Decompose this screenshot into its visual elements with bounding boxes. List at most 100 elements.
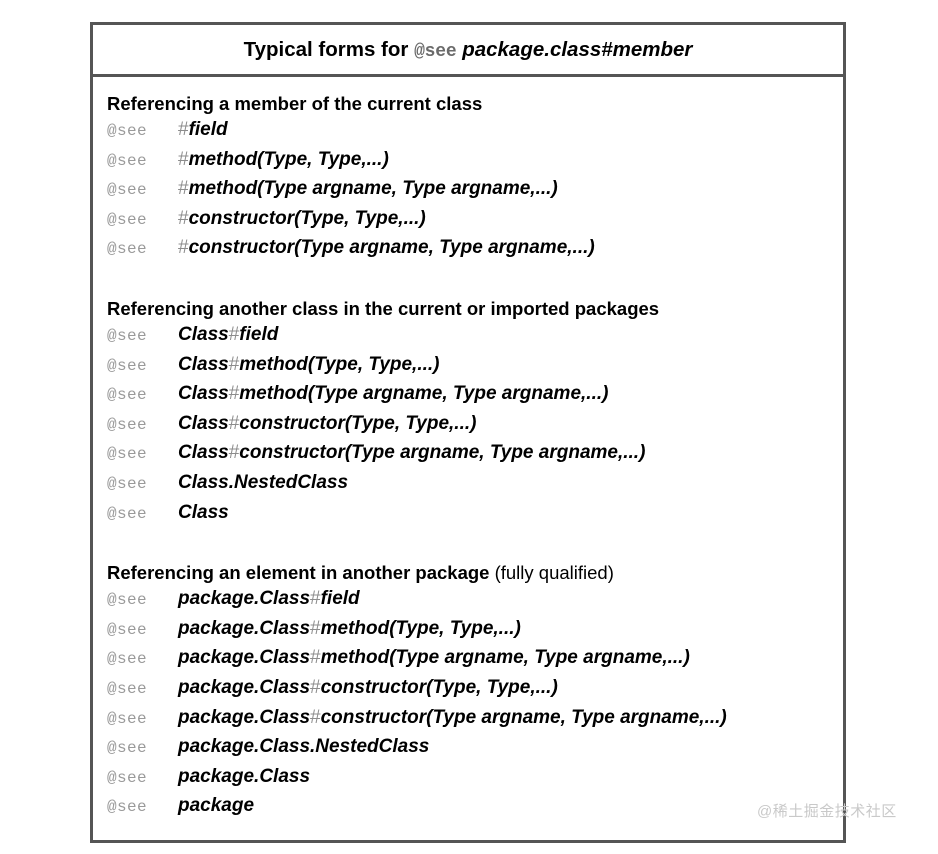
see-reference-member: constructor(Type, Type,...) xyxy=(320,676,558,698)
see-tag: @see xyxy=(107,709,148,728)
see-reference-member: constructor(Type argname, Type argname,.… xyxy=(239,442,646,464)
see-reference-member: field xyxy=(188,119,228,140)
see-reference-qualifier: package.Class xyxy=(178,588,311,610)
see-tag: @see xyxy=(107,122,148,140)
see-tag: @see xyxy=(107,504,148,523)
see-reference: package.Class#field xyxy=(178,588,360,610)
see-line: @see Class xyxy=(107,502,843,532)
see-reference-qualifier: package.Class xyxy=(178,676,311,698)
hash-separator: # xyxy=(228,412,240,434)
see-reference-qualifier: Class xyxy=(178,442,229,464)
see-tag: @see xyxy=(107,240,148,259)
see-reference-qualifier: Class xyxy=(178,412,229,434)
hash-separator: # xyxy=(310,617,321,639)
see-line: @see package.Class#constructor(Type argna… xyxy=(107,707,843,737)
see-reference-qualifier: Class xyxy=(178,383,229,405)
see-tag: @see xyxy=(107,445,148,464)
see-reference-member: method(Type, Type,...) xyxy=(320,617,521,639)
see-tag: @see xyxy=(107,356,148,375)
card-title-target: package.class#member xyxy=(462,37,693,61)
section-heading-text: Referencing another class in the current… xyxy=(107,297,660,319)
see-tag: @see xyxy=(107,798,148,817)
see-reference-qualifier: package.Class xyxy=(178,617,311,639)
see-line: @see#method(Type, Type,...) xyxy=(107,149,843,179)
hash-separator: # xyxy=(178,119,189,140)
see-reference-qualifier: Class.NestedClass xyxy=(178,471,349,493)
see-reference-member: method(Type argname, Type argname,...) xyxy=(188,178,558,200)
see-reference-qualifier: Class xyxy=(178,353,229,375)
see-line: @see #constructor(Type, Type,...) xyxy=(107,208,843,238)
see-tag: @see xyxy=(107,679,148,698)
see-line: @see package.Class#constructor(Type, Type… xyxy=(107,677,843,707)
see-reference: package.Class.NestedClass xyxy=(178,736,429,758)
hash-separator: # xyxy=(178,237,189,259)
section: Referencing a member of the current clas… xyxy=(107,91,843,267)
see-tag: @see xyxy=(107,739,148,758)
section: Referencing an element in another packag… xyxy=(107,560,843,825)
hash-separator: # xyxy=(178,178,189,200)
section-heading: Referencing a member of the current clas… xyxy=(107,91,843,117)
see-reference: Class#constructor(Type argname, Type arg… xyxy=(178,442,645,464)
see-line: @see Class#method(Type argname, Type argn… xyxy=(107,383,843,413)
see-tag: @see xyxy=(107,620,148,639)
hash-separator: # xyxy=(310,706,321,728)
hash-separator: # xyxy=(310,647,321,669)
card-title-prefix: Typical forms for xyxy=(243,37,415,61)
section-heading-note: (fully qualified) xyxy=(489,562,614,584)
hash-separator: # xyxy=(178,207,189,229)
see-line: @see#method(Type argname, Type argname,.… xyxy=(107,178,843,208)
see-line: @see package.Class#method(Type, Type,...) xyxy=(107,618,843,648)
hash-separator: # xyxy=(228,442,240,464)
see-reference: Class#method(Type, Type,...) xyxy=(178,354,440,376)
card-body: Referencing a member of the current clas… xyxy=(93,77,843,825)
see-line: @see package xyxy=(107,795,843,825)
card-title-see-tag: @see xyxy=(414,41,457,62)
see-tag: @see xyxy=(107,386,148,405)
see-reference: package.Class#method(Type, Type,...) xyxy=(178,618,521,640)
hash-separator: # xyxy=(228,383,240,405)
section: Referencing another class in the current… xyxy=(107,296,843,531)
see-line: @see Class#method(Type, Type,...) xyxy=(107,354,843,384)
see-reference-qualifier: package.Class xyxy=(178,765,311,787)
see-reference-qualifier: package xyxy=(178,795,255,817)
see-reference-member: method(Type argname, Type argname,...) xyxy=(320,647,690,669)
section-heading: Referencing an element in another packag… xyxy=(107,560,843,586)
see-reference-member: field xyxy=(320,588,360,610)
see-reference-qualifier: package.Class xyxy=(178,647,311,669)
see-line: @see package.Class xyxy=(107,766,843,796)
see-reference: #method(Type argname, Type argname,...) xyxy=(178,178,558,200)
see-reference: #constructor(Type argname, Type argname,… xyxy=(178,237,595,259)
see-reference-qualifier: Class xyxy=(178,501,229,523)
see-tag: @see xyxy=(107,474,148,493)
see-reference-member: method(Type argname, Type argname,...) xyxy=(239,383,609,405)
see-reference: package.Class#constructor(Type, Type,...… xyxy=(178,677,558,699)
hash-separator: # xyxy=(310,588,321,610)
see-reference: Class.NestedClass xyxy=(178,472,348,494)
section-heading-text: Referencing an element in another packag… xyxy=(107,562,490,584)
section-heading: Referencing another class in the current… xyxy=(107,296,843,322)
see-reference-member: method(Type, Type,...) xyxy=(239,353,440,375)
see-reference-qualifier: Class xyxy=(178,323,229,345)
see-reference: #constructor(Type, Type,...) xyxy=(178,208,426,230)
section-heading-text: Referencing a member of the current clas… xyxy=(107,93,483,114)
see-reference: Class xyxy=(178,502,229,524)
see-line: @see Class#constructor(Type, Type,...) xyxy=(107,413,843,443)
see-reference-member: field xyxy=(239,323,279,345)
hash-separator: # xyxy=(310,676,321,698)
see-tag: @see xyxy=(107,768,148,787)
see-tag: @see xyxy=(107,415,148,434)
hash-separator: # xyxy=(228,353,240,375)
see-reference: #method(Type, Type,...) xyxy=(178,149,389,171)
see-line: @see Class#constructor(Type argname, Type… xyxy=(107,442,843,472)
see-line: @see #constructor(Type argname, Type argn… xyxy=(107,237,843,267)
see-reference-member: constructor(Type, Type,...) xyxy=(239,412,477,434)
see-reference: package.Class#constructor(Type argname, … xyxy=(178,707,727,729)
see-reference-member: method(Type, Type,...) xyxy=(188,148,389,170)
reference-card: Typical forms for @see package.class#mem… xyxy=(90,22,846,843)
see-tag: @see xyxy=(107,210,148,229)
card-title-row: Typical forms for @see package.class#mem… xyxy=(93,25,843,77)
see-line: @see Class.NestedClass xyxy=(107,472,843,502)
see-line: @see package.Class.NestedClass xyxy=(107,736,843,766)
watermark: @稀土掘金技术社区 xyxy=(757,803,897,820)
